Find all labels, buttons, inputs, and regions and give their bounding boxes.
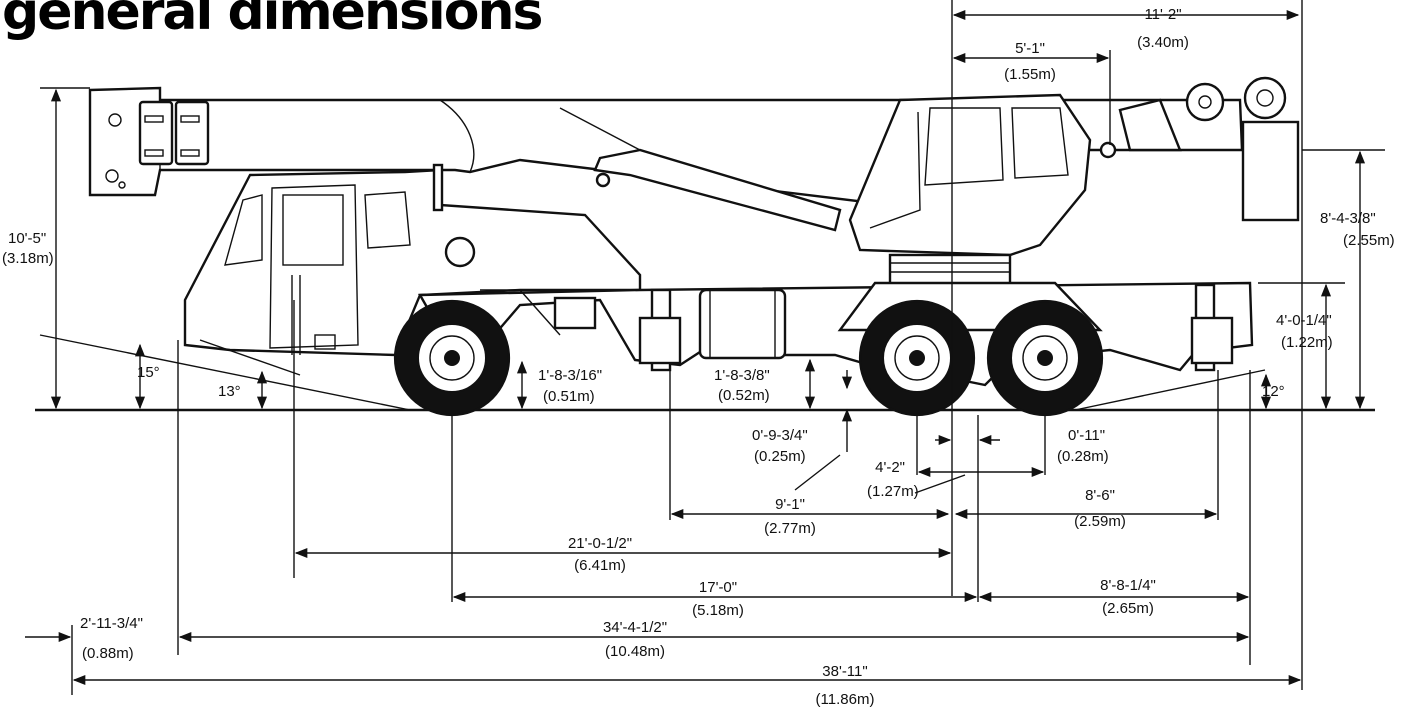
- dim-tandem-offset-m: (0.28m): [1057, 448, 1109, 465]
- lift-cylinder: [593, 148, 842, 232]
- dim-rear-to-pin-top-m: (3.40m): [1137, 34, 1189, 51]
- angle-approach: 15°: [137, 364, 160, 381]
- dim-front-overhang-m: (0.88m): [82, 645, 134, 662]
- tandem-wheel-front: [858, 299, 976, 417]
- dim-front-clearance-m: (0.51m): [543, 388, 595, 405]
- dim-wheelbase-m: (5.18m): [692, 602, 744, 619]
- dim-overall-height-ft: 10'-5": [8, 230, 46, 247]
- dim-front-to-center-m: (6.41m): [574, 557, 626, 574]
- carrier-cab: [183, 163, 642, 357]
- dim-carrier-length-m: (10.48m): [605, 643, 665, 660]
- dim-wheelbase-ft: 17'-0": [699, 579, 737, 596]
- dim-front-overhang-ft: 2'-11-3/4": [80, 615, 143, 632]
- dim-pin-height-m: (2.55m): [1343, 232, 1395, 249]
- dim-front-clearance-ft: 1'-8-3/16": [538, 367, 602, 384]
- dimension-labels: 11'-2" (3.40m) 5'-1" (1.55m) 10'-5" (3.1…: [2, 6, 1395, 708]
- dim-center-to-rear-outrigger-ft: 8'-6": [1085, 487, 1115, 504]
- dim-outrigger-height-ft: 4'-0-1/4": [1276, 312, 1332, 329]
- boom-head-sheaves: [1099, 76, 1300, 222]
- tandem-wheel-rear: [986, 299, 1104, 417]
- dim-outrigger-height-m: (1.22m): [1281, 334, 1333, 351]
- dim-pin-height-ft: 8'-4-3/8": [1320, 210, 1376, 227]
- dim-mid-clearance-ft: 1'-8-3/8": [714, 367, 770, 384]
- dim-ground-clearance-ft: 0'-9-3/4": [752, 427, 808, 444]
- dim-ground-clearance-m: (0.25m): [754, 448, 806, 465]
- dim-rear-overhang-m: (2.65m): [1102, 600, 1154, 617]
- front-wheel: [393, 299, 511, 417]
- dim-front-outrigger-to-center-m: (2.77m): [764, 520, 816, 537]
- dim-front-outrigger-to-center-ft: 9'-1": [775, 496, 805, 513]
- angle-front: 13°: [218, 383, 241, 400]
- dim-front-to-center-ft: 21'-0-1/2": [568, 535, 632, 552]
- dim-rear-to-cab-ft: 5'-1": [1015, 40, 1045, 57]
- angle-departure: 12°: [1262, 383, 1285, 400]
- superstructure-cab: [848, 93, 1092, 287]
- dim-overall-length-m: (11.86m): [816, 691, 875, 708]
- dim-mid-clearance-m: (0.52m): [718, 387, 770, 404]
- dim-tandem-offset-ft: 0'-11": [1068, 427, 1105, 444]
- dim-overall-height-m: (3.18m): [2, 250, 54, 267]
- crane-illustration: [35, 76, 1375, 417]
- dim-rear-to-pin-top-ft: 11'-2": [1144, 6, 1181, 23]
- dim-rear-to-cab-m: (1.55m): [1004, 66, 1056, 83]
- page-title: general dimensions: [2, 0, 543, 42]
- dim-overall-length-ft: 38'-11": [822, 663, 867, 680]
- dim-tandem-spacing-ft: 4'-2": [875, 459, 905, 476]
- dim-rear-overhang-ft: 8'-8-1/4": [1100, 577, 1156, 594]
- dimension-lines: [25, 0, 1385, 695]
- dim-tandem-spacing-m: (1.27m): [867, 483, 919, 500]
- dim-center-to-rear-outrigger-m: (2.59m): [1074, 513, 1126, 530]
- dim-carrier-length-ft: 34'-4-1/2": [603, 619, 667, 636]
